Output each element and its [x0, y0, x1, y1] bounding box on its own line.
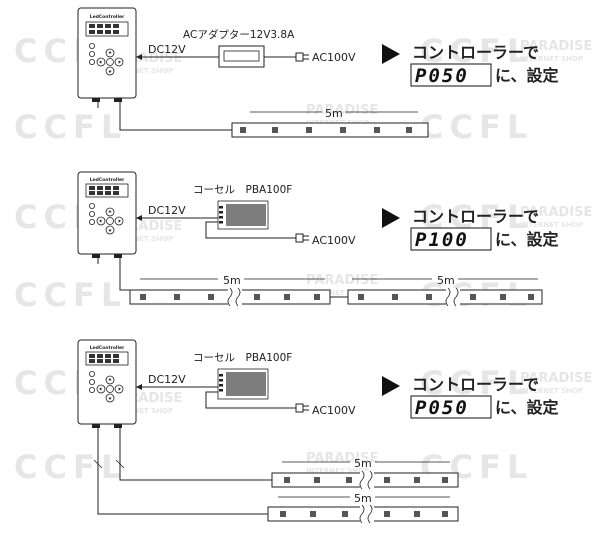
- switching-power-supply: [217, 200, 269, 230]
- controller-keys: [89, 24, 119, 34]
- strip-length-label: 5m: [223, 274, 241, 287]
- led-controller: LedController: [77, 339, 137, 428]
- power-supply-label: ACアダプター12V3.8A: [183, 28, 295, 41]
- instruction-heading: コントローラーで: [412, 375, 539, 394]
- play-arrow-icon: [382, 44, 400, 64]
- display-value: P100: [415, 229, 469, 251]
- ac-label: AC100V: [312, 234, 356, 247]
- strip-length-label: 5m: [325, 107, 343, 120]
- arrow-icon: [136, 215, 142, 221]
- switching-power-supply: [217, 368, 269, 400]
- controller-keys: [89, 186, 119, 195]
- controller-keys: [89, 354, 119, 363]
- ac-label: AC100V: [312, 404, 356, 417]
- led-strip: [271, 470, 459, 490]
- section-1: LedController DC12V ACアダプター12V3.8A: [77, 7, 559, 138]
- display-value: P050: [415, 397, 469, 419]
- dc-label: DC12V: [148, 43, 186, 56]
- segment-display: P050: [410, 63, 492, 87]
- led-strip: [267, 504, 459, 524]
- strip-length-label: 5m: [437, 274, 455, 287]
- ac-label: AC100V: [312, 51, 356, 64]
- power-supply-label: コーセル PBA100F: [193, 352, 292, 364]
- led-strip: [129, 287, 331, 307]
- instruction-heading: コントローラーで: [412, 207, 539, 226]
- section-2: LedController DC12V コーセル PBA100F: [77, 171, 559, 307]
- display-value: P050: [415, 65, 469, 87]
- watermark-shop-sub: INTERNET SHOP: [520, 387, 583, 395]
- watermark-shop-sub: INTERNET SHOP: [520, 55, 583, 63]
- dc-label: DC12V: [148, 204, 186, 217]
- watermark-shop-sub: INTERNET SHOP: [520, 221, 583, 229]
- led-controller: LedController: [77, 171, 137, 258]
- instruction-suffix: に、設定: [495, 398, 559, 417]
- led-controller: LedController: [77, 7, 137, 102]
- watermark-shop: PARADISE: [520, 371, 592, 386]
- led-strip: [231, 122, 429, 138]
- arrow-icon: [136, 54, 142, 60]
- controller-label: LedController: [90, 14, 125, 20]
- ac-adapter: [218, 45, 265, 68]
- watermark-shop: PARADISE: [520, 205, 592, 220]
- plug-icon: [295, 233, 304, 243]
- dc-label: DC12V: [148, 373, 186, 386]
- segment-display: P100: [410, 227, 492, 251]
- instruction-heading: コントローラーで: [412, 43, 539, 62]
- watermark-shop-sub: INTERNET SHOP: [110, 67, 173, 75]
- arrow-icon: [136, 384, 142, 390]
- plug-icon: [295, 52, 304, 62]
- led-strip: [347, 287, 543, 307]
- instruction-suffix: に、設定: [495, 66, 559, 85]
- watermark-brand: CCFL: [14, 276, 127, 314]
- controller-label: LedController: [90, 177, 125, 183]
- controller-label: LedController: [90, 345, 125, 351]
- watermark-shop: PARADISE: [520, 39, 592, 54]
- section-3: LedController DC12V コーセル PBA100F: [77, 339, 559, 524]
- watermark-shop: PARADISE: [306, 103, 378, 118]
- watermark-shop-sub: INTERNET SHOP: [110, 235, 173, 243]
- segment-display: P050: [410, 395, 492, 419]
- play-arrow-icon: [382, 376, 400, 396]
- power-supply-label: コーセル PBA100F: [193, 184, 292, 196]
- strip-length-label: 5m: [354, 492, 372, 505]
- watermark-brand: CCFL: [14, 108, 127, 146]
- watermark-shop-sub: INTERNET SHOP: [306, 289, 369, 297]
- watermark-shop-sub: INTERNET SHOP: [110, 407, 173, 415]
- watermark-brand: CCFL: [420, 108, 533, 146]
- instruction-suffix: に、設定: [495, 230, 559, 249]
- watermark-brand: CCFL: [14, 448, 127, 486]
- watermark-shop: PARADISE: [306, 273, 378, 288]
- watermark-shop-sub: INTERNET SHOP: [306, 467, 369, 475]
- play-arrow-icon: [382, 208, 400, 228]
- plug-icon: [295, 403, 304, 413]
- strip-length-label: 5m: [354, 457, 372, 470]
